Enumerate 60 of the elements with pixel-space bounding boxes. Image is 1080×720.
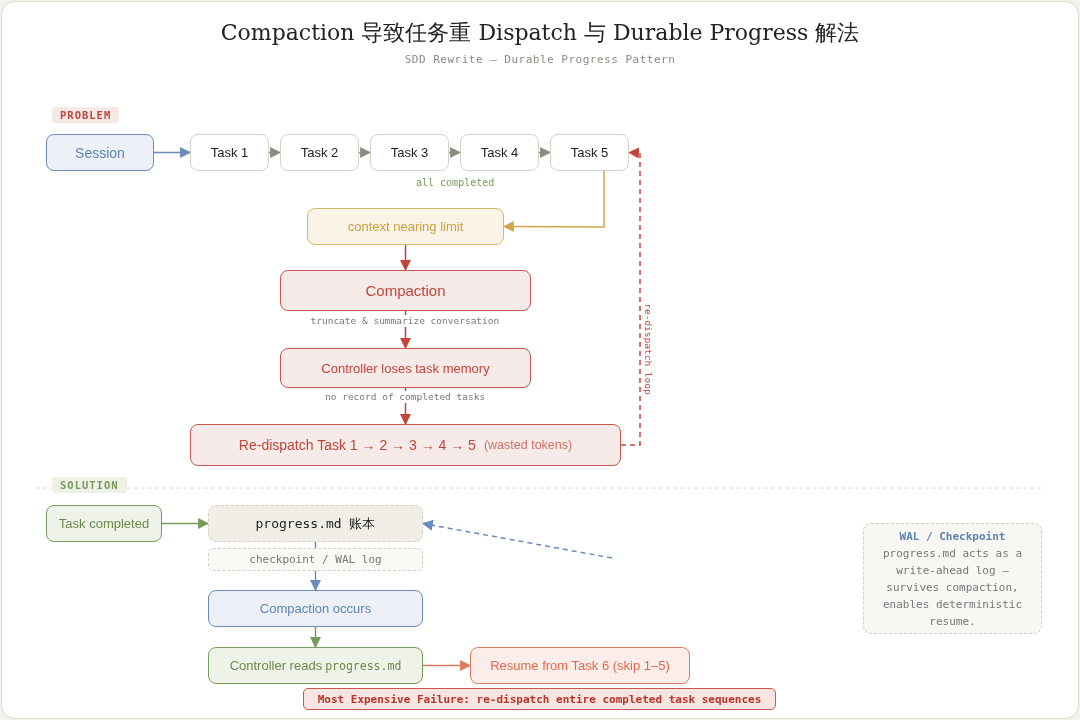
node-label: Task 3 — [390, 145, 429, 160]
arrow — [400, 244, 411, 272]
edge-note: all completed — [416, 177, 495, 188]
edge-label: truncate & summarize conversation — [308, 315, 502, 327]
node-label: Task 4 — [480, 145, 519, 160]
edge-label: no record of completed tasks — [323, 391, 488, 403]
node-label: Session — [75, 144, 125, 161]
node-label: Task 1 — [210, 145, 249, 160]
arrow — [538, 147, 552, 158]
arrow — [502, 170, 605, 233]
task-box — [280, 134, 359, 171]
note-heading: WAL / Checkpoint — [899, 528, 1006, 545]
arrow — [421, 519, 613, 559]
process-box — [208, 590, 423, 627]
node-label: Resume from Task 6 (skip 1–5) — [490, 658, 670, 673]
node-label: Re-dispatch Task 1 → 2 → 3 → 4 → 5 — [238, 437, 476, 453]
warning-banner — [303, 688, 776, 710]
note-text: progress.md acts as a write-ahead log — survives compaction, enables deterministic resume. — [881, 545, 1024, 630]
node-label: Task 2 — [300, 145, 339, 160]
arrow — [358, 147, 372, 158]
task-box — [550, 134, 629, 171]
task-box — [190, 134, 269, 171]
diagram-title: Compaction 导致任务重 Dispatch 与 Durable Progress 解法 — [219, 19, 861, 47]
file-box — [208, 505, 423, 542]
problem-tag: PROBLEM — [52, 107, 120, 123]
node-label: Controller loses task memory — [321, 360, 490, 376]
arrow — [268, 147, 282, 158]
node-label: checkpoint / WAL log — [249, 553, 382, 566]
process-box — [280, 348, 531, 388]
node-label: Controller reads — [229, 658, 323, 673]
note-box — [863, 523, 1042, 634]
subtitle: SDD Rewrite — Durable Progress Pattern — [403, 53, 677, 66]
arrow — [422, 660, 472, 671]
node-label: progress.md 账本 — [255, 514, 376, 533]
node-label: context nearing limit — [347, 219, 464, 234]
node-label: Task 5 — [570, 145, 609, 160]
node-label: Compaction occurs — [259, 601, 372, 616]
result-box — [470, 647, 690, 684]
arrow — [310, 570, 321, 592]
file-name: progress.md — [325, 658, 402, 673]
node-note: (wasted tokens) — [483, 438, 573, 452]
process-box — [208, 647, 423, 684]
solution-tag: SOLUTION — [52, 477, 127, 493]
arrow — [620, 147, 641, 446]
arrow — [448, 147, 462, 158]
log-box — [208, 548, 423, 571]
node-label: Compaction — [365, 282, 446, 299]
node-label: Most Expensive Failure: re-dispatch entire completed task sequences — [317, 692, 762, 706]
task-box — [460, 134, 539, 171]
process-box — [280, 270, 531, 311]
node-label: Task completed — [58, 516, 150, 531]
process-box — [190, 424, 621, 466]
arrow — [310, 626, 321, 649]
edge-label: re-dispatch loop — [641, 302, 654, 397]
arrow — [153, 147, 192, 158]
event-box — [46, 505, 162, 542]
arrow — [161, 518, 210, 529]
session-box — [46, 134, 154, 171]
warning-box — [307, 208, 504, 245]
task-box — [370, 134, 449, 171]
